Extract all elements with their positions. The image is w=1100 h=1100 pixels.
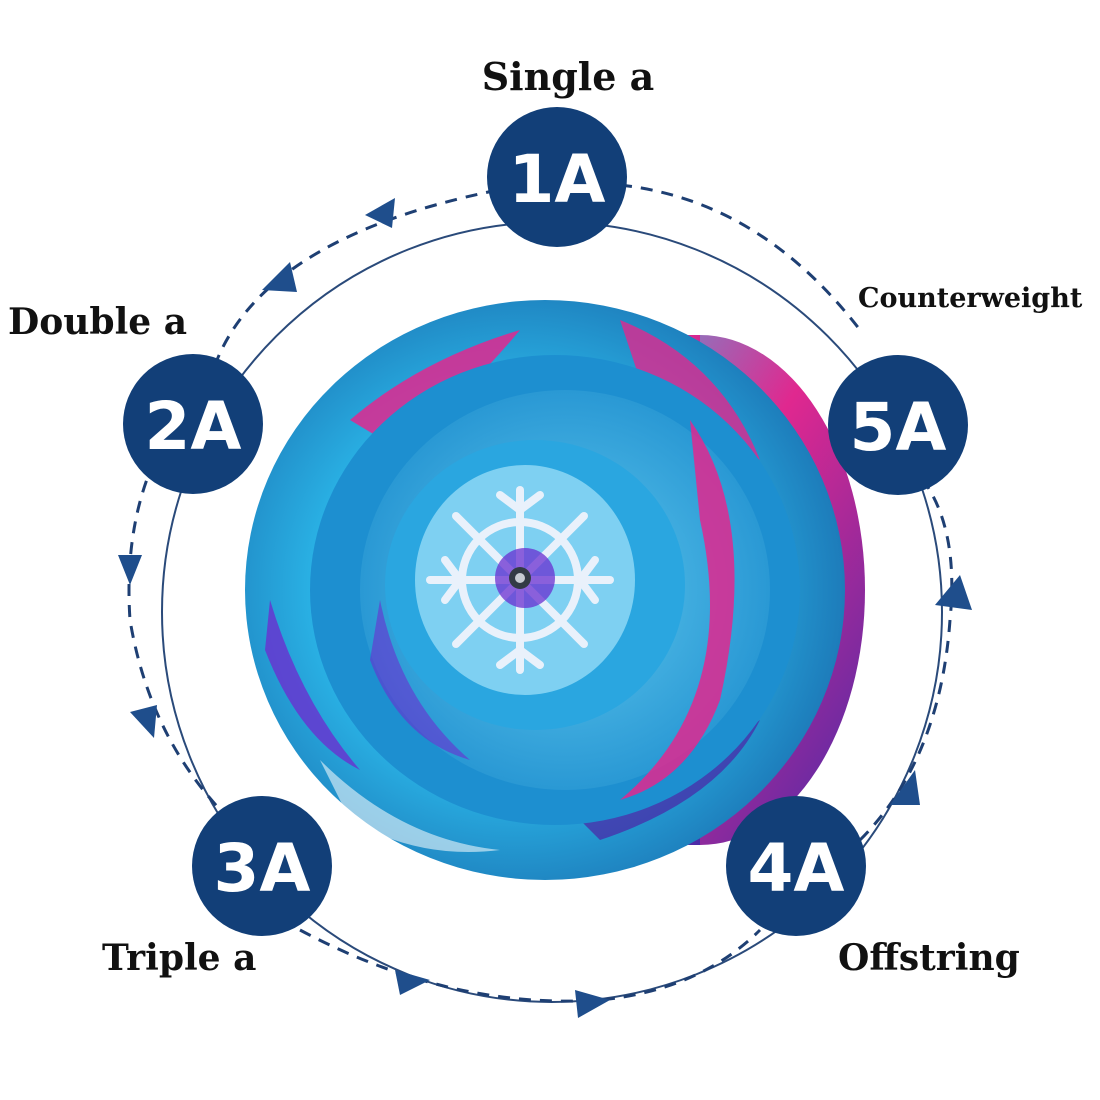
- badge-4a-code: 4A: [747, 830, 844, 907]
- label-triple-a: Triple a: [102, 937, 256, 979]
- badge-2a: 2A: [123, 354, 263, 494]
- badge-5a-code: 5A: [849, 389, 946, 466]
- dashed-path-bottom: [299, 928, 762, 1003]
- yoyo-icon: [245, 300, 865, 880]
- label-offstring: Offstring: [838, 937, 1020, 979]
- badge-3a: 3A: [192, 796, 332, 936]
- badge-5a: 5A: [828, 355, 968, 495]
- badge-3a-code: 3A: [213, 830, 310, 907]
- label-single-a: Single a: [482, 54, 655, 99]
- dashed-path-top-right: [619, 183, 862, 331]
- label-counterweight: Counterweight: [858, 283, 1083, 314]
- dashed-path-left: [127, 188, 499, 822]
- dashed-path-right: [858, 468, 954, 842]
- badge-1a-code: 1A: [508, 141, 605, 218]
- badge-2a-code: 2A: [144, 388, 241, 465]
- label-double-a: Double a: [8, 301, 187, 343]
- badge-4a: 4A: [726, 796, 866, 936]
- badge-1a: 1A: [487, 107, 627, 247]
- arrow-icon: [118, 198, 972, 1018]
